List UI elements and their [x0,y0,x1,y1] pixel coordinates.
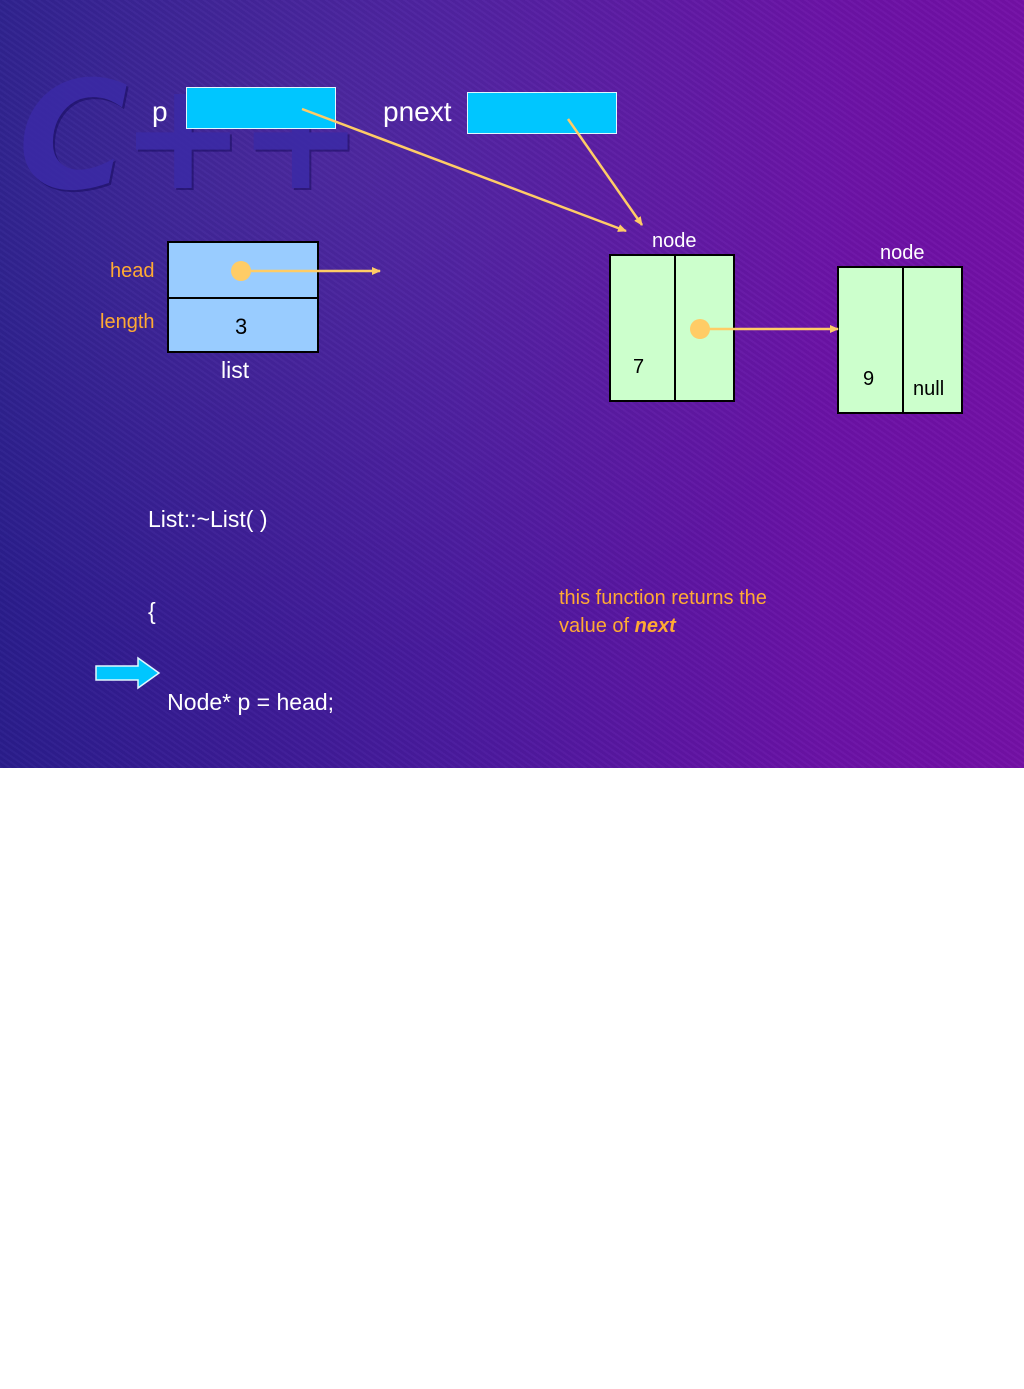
code-line: Node* p = head; [148,689,335,715]
pointer-arrows [95,107,839,690]
code-line: p = pnext; [148,1146,288,1173]
note-line-1: this function returns the [559,587,767,609]
annotation-note: this function returns the value of next [559,584,767,640]
note-line-2: value of next [559,612,767,640]
length-value: 3 [235,314,248,339]
node-field-divider [902,268,904,412]
node-next-pointer-dot [690,319,710,339]
node-field-divider [674,256,676,400]
note-emphasis: next [634,615,676,637]
list-object-box: 3 [167,241,319,353]
pnext-label: pnext [383,96,452,127]
code-line: } [148,1329,156,1356]
p-to-node-arrow [301,107,627,233]
node-value: 7 [633,356,645,378]
code-line: while ( p!=NULL) [148,780,340,807]
code-listing: List::~List( ) { Node* p = head; while (… [148,443,480,1389]
note-line-2-prefix: value of [559,615,635,637]
code-line: } [148,1238,175,1264]
pnext-pointer-box [467,92,617,134]
code-line: List::~List( ) [148,506,268,532]
node-caption: node [652,230,697,252]
code-line: { [148,597,156,624]
code-line: delete p; [148,1055,275,1081]
node-caption: node [880,242,925,264]
head-label: head [110,260,155,282]
pnext-to-node-arrow [566,118,644,226]
node-box: 9 null [837,266,963,414]
node-next-value: null [913,378,945,400]
length-label: length [100,311,155,333]
p-label: p [152,96,168,127]
current-line-arrow [95,656,161,690]
p-pointer-box [186,87,336,129]
list-field-divider [169,297,317,299]
node-value: 9 [863,368,875,390]
code-line: { [148,872,175,898]
list-caption: list [221,357,250,383]
code-line: Node* pnext = p->getNext( ); [148,963,481,990]
head-pointer-dot [231,261,251,281]
